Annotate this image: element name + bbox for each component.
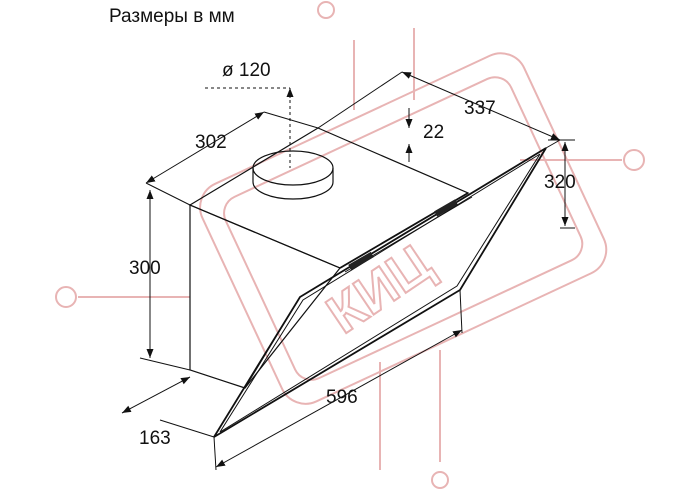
dim-total-width: 596 — [213, 289, 463, 471]
label-duct-diameter: ø 120 — [222, 60, 271, 81]
label-body-height: 300 — [129, 258, 161, 279]
dim-body-height: 300 — [129, 190, 191, 371]
label-width-top: 337 — [464, 98, 496, 119]
watermark: КИЦ — [55, 1, 645, 489]
dim-depth-top: 302 — [145, 111, 319, 206]
label-offset-small: 22 — [423, 122, 444, 143]
label-depth-top: 302 — [195, 132, 227, 153]
label-bottom-depth: 163 — [139, 428, 171, 449]
dim-offset-small: 22 — [405, 108, 444, 162]
page-title: Размеры в мм — [109, 6, 235, 27]
dim-duct-diameter: ø 120 — [205, 60, 294, 168]
label-total-width: 596 — [326, 387, 358, 408]
label-glass-height: 320 — [544, 172, 576, 193]
dim-bottom-depth: 163 — [121, 376, 215, 449]
dim-width-top: 337 — [317, 71, 561, 149]
dim-glass-height: 320 — [544, 139, 576, 229]
